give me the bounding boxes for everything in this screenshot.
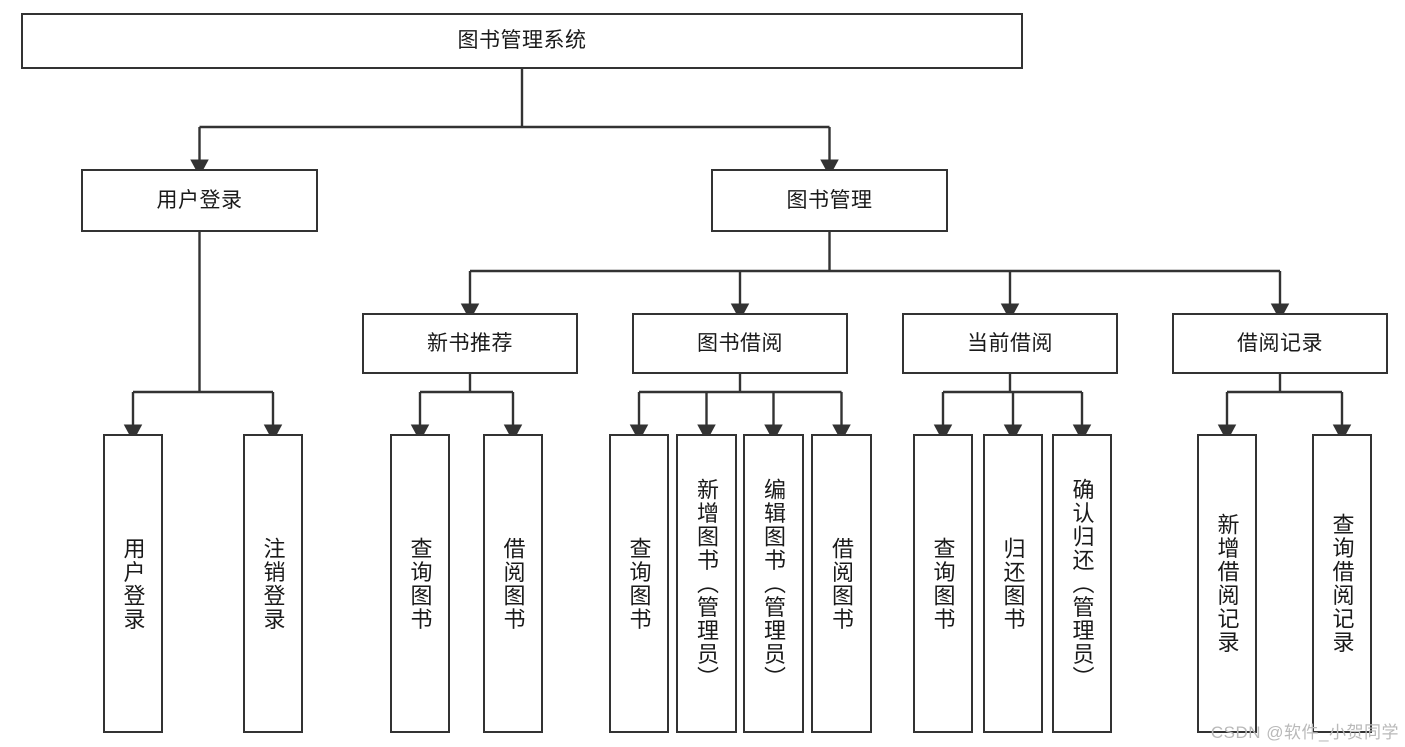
node-label: 归还图书 (1000, 536, 1026, 631)
node-label: 查询借阅记录 (1329, 513, 1355, 654)
node-leaf-nb-query[interactable]: 查询图书 (390, 434, 450, 733)
node-label: 编辑图书（管理员） (761, 477, 787, 690)
node-root[interactable]: 图书管理系统 (21, 13, 1023, 69)
node-login[interactable]: 用户登录 (81, 169, 318, 232)
node-leaf-cu-query[interactable]: 查询图书 (913, 434, 973, 733)
watermark-label: CSDN @软件_小贺同学 (1210, 723, 1399, 742)
node-label: 用户登录 (156, 188, 243, 212)
node-leaf-bw-add[interactable]: 新增图书（管理员） (676, 434, 737, 733)
node-bookmgmt[interactable]: 图书管理 (711, 169, 948, 232)
node-label: 新增借阅记录 (1214, 513, 1240, 654)
node-leaf-nb-borrow[interactable]: 借阅图书 (483, 434, 543, 733)
node-label: 图书管理系统 (457, 29, 587, 53)
node-label: 确认归还（管理员） (1069, 477, 1095, 690)
node-label: 当前借阅 (967, 331, 1053, 355)
node-label: 图书管理 (786, 188, 873, 212)
node-leaf-bw-lend[interactable]: 借阅图书 (811, 434, 872, 733)
node-label: 借阅图书 (500, 536, 526, 631)
node-newbook[interactable]: 新书推荐 (362, 313, 578, 374)
node-label: 查询图书 (407, 536, 433, 631)
node-label: 借阅记录 (1237, 331, 1323, 355)
node-label: 借阅图书 (829, 536, 855, 631)
node-label: 注销登录 (260, 536, 286, 631)
node-label: 新增图书（管理员） (694, 477, 720, 690)
node-leaf-rc-query[interactable]: 查询借阅记录 (1312, 434, 1372, 733)
node-label: 查询图书 (930, 536, 956, 631)
node-leaf-cu-return[interactable]: 归还图书 (983, 434, 1043, 733)
node-leaf-logout[interactable]: 注销登录 (243, 434, 303, 733)
node-label: 图书借阅 (697, 331, 783, 355)
node-label: 用户登录 (120, 536, 146, 631)
node-label: 查询图书 (626, 536, 652, 631)
node-current[interactable]: 当前借阅 (902, 313, 1118, 374)
node-label: 新书推荐 (427, 331, 513, 355)
node-leaf-login[interactable]: 用户登录 (103, 434, 163, 733)
node-leaf-cu-confirm[interactable]: 确认归还（管理员） (1052, 434, 1112, 733)
node-leaf-rc-add[interactable]: 新增借阅记录 (1197, 434, 1257, 733)
node-records[interactable]: 借阅记录 (1172, 313, 1388, 374)
node-leaf-bw-edit[interactable]: 编辑图书（管理员） (743, 434, 804, 733)
node-borrow[interactable]: 图书借阅 (632, 313, 848, 374)
node-leaf-bw-query[interactable]: 查询图书 (609, 434, 669, 733)
